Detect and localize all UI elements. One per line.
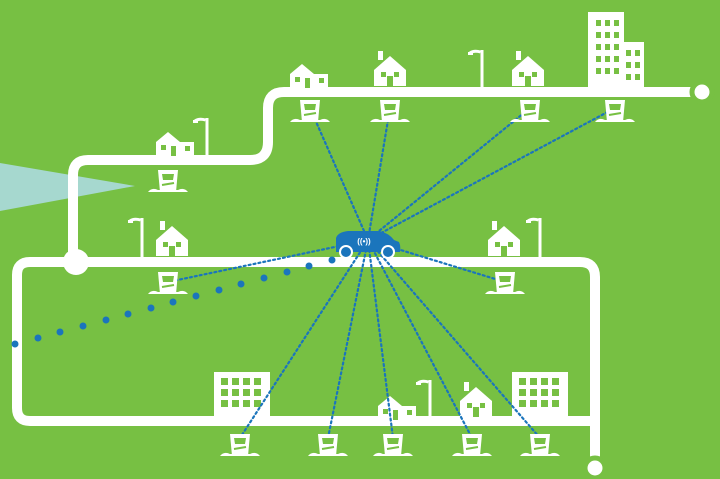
- wireless-links: [166, 106, 617, 440]
- office-building-icon: [512, 372, 568, 418]
- smart-meter-icon: [484, 271, 526, 295]
- smart-meter-icon: [307, 433, 349, 457]
- road-end-top: [689, 79, 715, 105]
- house-icon: [512, 51, 544, 86]
- vehicle-trail: [11, 256, 336, 348]
- house-icon: [290, 64, 328, 88]
- house-icon: [156, 221, 188, 256]
- smart-meter-icon: [219, 433, 261, 457]
- smart-meter-icon: [519, 433, 561, 457]
- house-icon: [374, 51, 406, 86]
- road-junction: [63, 249, 89, 275]
- street-lamp-icon: [126, 216, 145, 260]
- street-lamp-icon: [191, 116, 210, 160]
- smart-meter-icon: [594, 99, 636, 123]
- house-icon: [378, 396, 416, 420]
- tower-building: [588, 12, 644, 88]
- smart-meter-icon: [289, 99, 331, 123]
- house-icon: [488, 221, 520, 256]
- street-lamp-icon: [466, 48, 485, 92]
- smart-meter-icon: [147, 271, 189, 295]
- house-icon: [460, 382, 492, 417]
- road-end-bottom: [582, 455, 608, 479]
- smart-meter-icon: [372, 433, 414, 457]
- street-lamp-icon: [524, 216, 543, 260]
- signal-beam: [0, 163, 135, 211]
- road-network: [12, 87, 705, 473]
- office-building-icon: [214, 372, 270, 418]
- smart-meter-icon: [451, 433, 493, 457]
- wireless-signal-icon: ((•)): [357, 237, 371, 246]
- smart-meter-icon: [147, 169, 189, 193]
- smart-meter-icon: [369, 99, 411, 123]
- meter-reading-vehicle: ((•)): [336, 231, 401, 259]
- house-icon: [156, 132, 194, 156]
- street-lamp-icon: [414, 378, 433, 422]
